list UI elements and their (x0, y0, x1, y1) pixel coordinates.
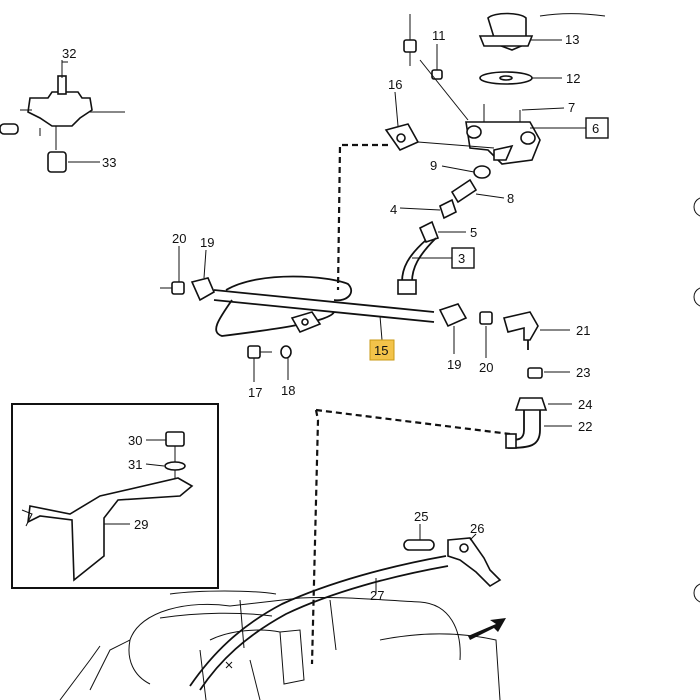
label-8[interactable]: 8 (507, 191, 514, 206)
label-5[interactable]: 5 (470, 225, 477, 240)
label-7[interactable]: 7 (568, 100, 575, 115)
label-4[interactable]: 4 (390, 202, 397, 217)
label-18[interactable]: 18 (281, 383, 295, 398)
label-29[interactable]: 29 (134, 517, 148, 532)
nut-19-left (190, 249, 216, 302)
dashed-route-a (336, 143, 388, 291)
screw-17 (247, 345, 272, 382)
bolt-10 (403, 14, 417, 66)
edge-mark-2 (693, 287, 700, 307)
valve-26 (447, 533, 502, 588)
bolt-20-right (479, 311, 493, 358)
dashed-route-c (315, 408, 511, 436)
label-20-right[interactable]: 20 (479, 360, 493, 375)
callout-box-6 (585, 117, 609, 139)
label-6[interactable]: 6 (592, 121, 599, 136)
label-33[interactable]: 33 (102, 155, 116, 170)
gasket-12 (479, 71, 562, 85)
label-17[interactable]: 17 (248, 385, 262, 400)
washer-9 (441, 165, 491, 179)
label-31[interactable]: 31 (128, 457, 142, 472)
label-13[interactable]: 13 (565, 32, 579, 47)
washer-18 (280, 345, 292, 380)
valve-assembly-32 (0, 60, 125, 150)
label-22[interactable]: 22 (578, 419, 592, 434)
label-27[interactable]: 27 (370, 588, 384, 603)
joint-4 (399, 198, 457, 220)
label-23[interactable]: 23 (576, 365, 590, 380)
nipple-8 (450, 178, 505, 204)
elbow-21 (502, 311, 570, 350)
pipe-stub-13 (478, 12, 562, 51)
label-30[interactable]: 30 (128, 433, 142, 448)
label-21[interactable]: 21 (576, 323, 590, 338)
label-19-right[interactable]: 19 (447, 357, 461, 372)
nut-11 (431, 44, 443, 80)
arc-line (539, 13, 606, 17)
fitting-33 (47, 151, 100, 173)
cap-23 (527, 367, 570, 379)
label-3[interactable]: 3 (458, 251, 465, 266)
flange-16 (384, 91, 495, 151)
label-15[interactable]: 15 (374, 343, 388, 358)
nut-19-right (438, 303, 468, 354)
pipe-15 (213, 275, 435, 341)
label-24[interactable]: 24 (578, 397, 592, 412)
edge-mark-3 (693, 583, 700, 603)
label-19-left[interactable]: 19 (200, 235, 214, 250)
dashed-route-b (310, 409, 320, 665)
callout-box-15-highlight[interactable] (369, 339, 395, 361)
label-11[interactable]: 11 (432, 28, 446, 43)
arrow-direction (468, 618, 506, 640)
label-26[interactable]: 26 (470, 521, 484, 536)
callout-box-3 (451, 247, 475, 269)
bolt-20-left (160, 246, 185, 295)
connector-24 (514, 397, 572, 430)
inset-box (11, 403, 219, 589)
elbow-22 (505, 425, 572, 449)
label-16[interactable]: 16 (388, 77, 402, 92)
engine-outline (59, 590, 501, 700)
hose-25 (403, 524, 435, 551)
label-20-left[interactable]: 20 (172, 231, 186, 246)
housing-6 (419, 59, 586, 165)
edge-mark-1 (693, 197, 700, 217)
elbow-pipe-5 (397, 220, 466, 295)
label-12[interactable]: 12 (566, 71, 580, 86)
label-25[interactable]: 25 (414, 509, 428, 524)
label-9[interactable]: 9 (430, 158, 437, 173)
label-32[interactable]: 32 (62, 46, 76, 61)
hose-27 (189, 555, 449, 691)
